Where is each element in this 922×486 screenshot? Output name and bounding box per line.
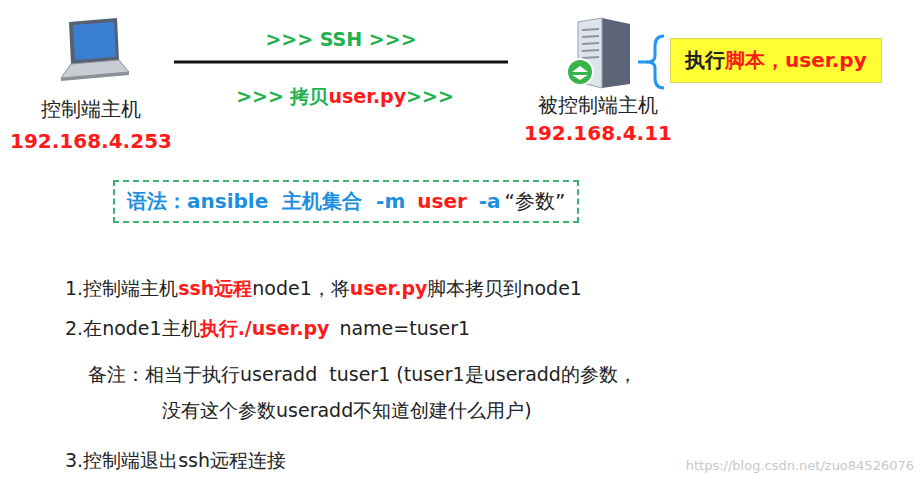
laptop-icon <box>51 14 131 90</box>
server-slot <box>582 57 599 58</box>
text-line: 没有这个参数useradd不知道创建什么用户) <box>162 398 532 424</box>
watermark: https://blog.csdn.net/zuo84526076 <box>686 458 914 473</box>
server-slot <box>582 29 599 30</box>
text-line: 2.在node1主机执行./user.py name=tuser1 <box>65 316 470 342</box>
text-line: >>> 拷贝user.py>>> <box>236 84 454 110</box>
server-slot <box>582 36 599 37</box>
syntax-box: 语法：ansible 主机集合 -m user -a“参数” <box>113 180 579 223</box>
note-text: 执行./user.py <box>200 317 330 339</box>
edge-label: >>> SSH >>> <box>261 28 420 50</box>
action-box: 执行脚本，user.py <box>670 38 882 83</box>
note-text: 没有这个参数useradd不知道创建什么用户) <box>162 399 532 421</box>
box-text: “参数” <box>505 189 566 213</box>
laptop-screen <box>73 22 116 60</box>
ip-address: 192.168.4.11 <box>508 121 688 145</box>
box-text: 脚本，user.py <box>725 48 867 72</box>
server-slot <box>582 50 599 51</box>
note-text: ssh远程 <box>178 277 252 299</box>
note-text: user.py <box>350 277 428 299</box>
server-slot <box>582 43 599 44</box>
box-text: -a <box>479 189 501 213</box>
note-text: 2.在node1主机 <box>65 317 200 339</box>
ip-address: 192.168.4.253 <box>8 129 174 153</box>
note-text: node1，将 <box>252 277 350 299</box>
laptop-lid <box>69 18 119 64</box>
status-badge <box>567 59 593 85</box>
box-text: 语法：ansible 主机集合 -m <box>127 189 405 213</box>
curly-brace <box>647 36 664 88</box>
laptop-edge <box>61 72 129 81</box>
host-name: 控制端主机 <box>8 96 174 123</box>
note-text: >>> 拷贝 <box>236 85 328 107</box>
note-text: 3.控制端退出ssh远程连接 <box>65 449 286 471</box>
text-line: 3.控制端退出ssh远程连接 <box>65 448 286 474</box>
ssh-link <box>174 61 508 64</box>
note-text: 脚本拷贝到node1 <box>427 277 582 299</box>
text-line: 1.控制端主机ssh远程node1，将user.py脚本拷贝到node1 <box>65 276 582 302</box>
box-text: user <box>417 189 467 213</box>
brace-tick <box>638 61 648 64</box>
box-text: 执行 <box>685 48 725 72</box>
host-name: 被控制端主机 <box>508 92 688 119</box>
server-side <box>602 18 630 88</box>
host-node: 被控制端主机192.168.4.11 <box>508 14 688 145</box>
note-text: >>> <box>406 85 454 107</box>
host-node: 控制端主机 192.168.4.253 <box>8 14 174 153</box>
note-text: user.py <box>329 85 407 107</box>
server-icon <box>558 14 638 90</box>
note-text: 1.控制端主机 <box>65 277 178 299</box>
note-text: name=tuser1 <box>339 317 470 339</box>
badge-glyph <box>572 66 588 80</box>
text-line: 备注：相当于执行useradd tuser1 (tuser1是useradd的参… <box>88 362 637 388</box>
watermark-line: https://blog.csdn.net/zuo84526076 <box>686 458 914 473</box>
note-text: 备注：相当于执行useradd tuser1 (tuser1是useradd的参… <box>88 363 637 385</box>
